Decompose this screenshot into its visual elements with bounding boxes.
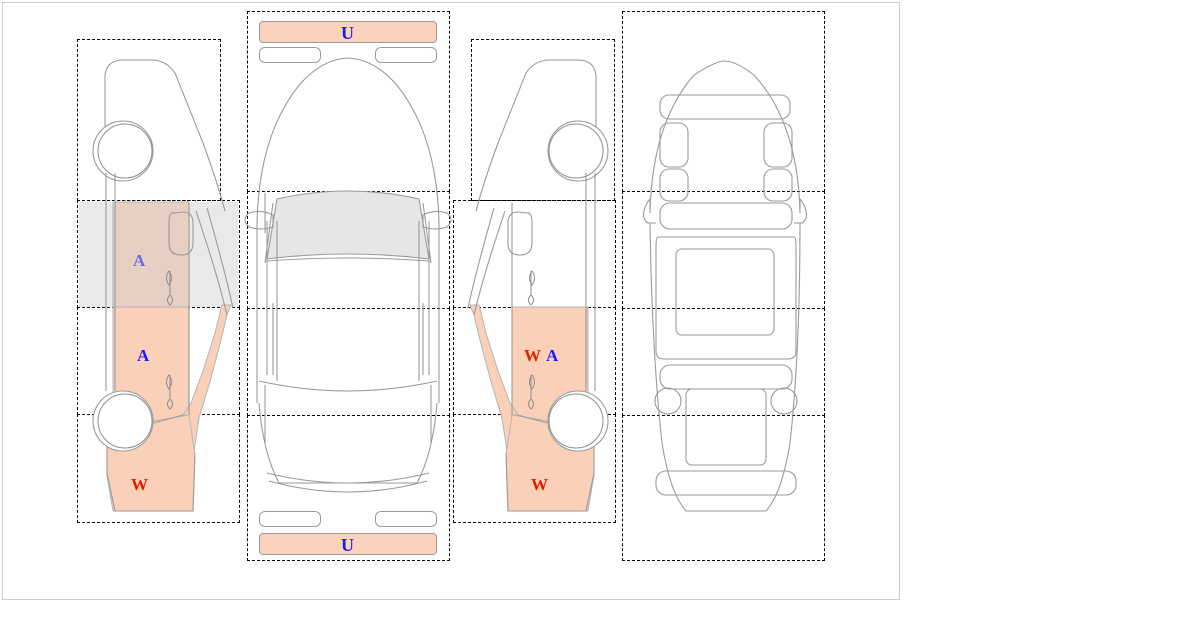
front-license-plate-left bbox=[259, 47, 321, 63]
diagram-canvas[interactable]: A A W bbox=[2, 2, 900, 600]
panel-front-left-profile[interactable]: A A W bbox=[3, 3, 253, 599]
panel-top-view[interactable]: U U bbox=[243, 3, 453, 599]
damage-label-u-rear: U bbox=[341, 535, 354, 555]
front-bumper-bar[interactable] bbox=[259, 21, 437, 43]
vehicle-top-view-drawing bbox=[244, 57, 452, 493]
rear-license-plate-right bbox=[375, 511, 437, 527]
damage-label-a-mid-right: A bbox=[546, 346, 559, 365]
rear-bumper-bar[interactable] bbox=[259, 533, 437, 555]
damage-label-a-upper: A bbox=[133, 251, 146, 270]
panel-underside-view[interactable] bbox=[618, 3, 833, 599]
damage-label-a-lower: A bbox=[137, 346, 150, 365]
damage-label-w-bottom-right: W bbox=[531, 475, 548, 494]
damage-label-u-front: U bbox=[341, 23, 354, 43]
damage-label-w-bottom: W bbox=[131, 475, 148, 494]
rear-license-plate-left bbox=[259, 511, 321, 527]
vehicle-right-profile-drawing bbox=[467, 59, 609, 512]
front-license-plate-right bbox=[375, 47, 437, 63]
damage-label-w-mid-right: W bbox=[524, 346, 541, 365]
vehicle-left-profile-drawing bbox=[92, 59, 234, 512]
panel-front-right-profile[interactable]: W A W bbox=[448, 3, 628, 599]
vehicle-underside-drawing bbox=[642, 60, 808, 512]
